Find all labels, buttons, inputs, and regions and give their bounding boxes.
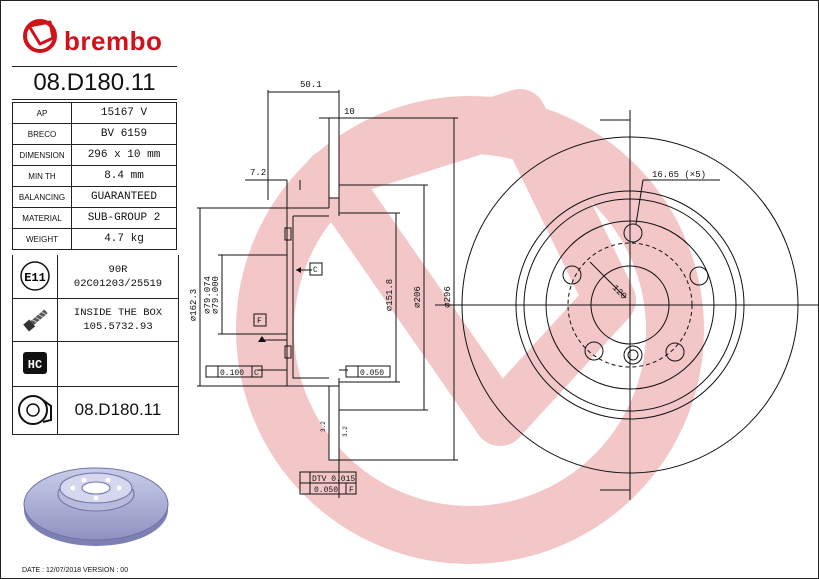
- screws-code: 105.5732.93: [83, 320, 153, 333]
- dim-d79a: ⌀79.074: [203, 276, 213, 314]
- e11-icon: E11: [13, 255, 58, 298]
- e11-label: E11: [24, 271, 46, 285]
- part-number-title: 08.D180.11: [12, 66, 177, 100]
- runout-value: 0.050: [314, 486, 338, 495]
- dim-overall-height: 50.1: [300, 80, 322, 90]
- dim-pcd: 120: [610, 283, 629, 302]
- dim-d79b: ⌀79.000: [211, 276, 221, 314]
- spec-value: GUARANTEED: [71, 186, 177, 208]
- dtv-label: DTV 0.015: [312, 475, 355, 484]
- spec-value: 15167 V: [71, 102, 177, 124]
- dim-d296: ⌀296: [443, 286, 453, 308]
- brand-name: brembo: [64, 26, 163, 56]
- spec-value: 4.7 kg: [71, 228, 177, 250]
- dim-bolt-holes: 16.65 (×5): [652, 170, 706, 180]
- roughness-2: 3.2: [342, 426, 349, 437]
- disc-front-view: [435, 110, 819, 500]
- flatness-right-value: 0.050: [360, 369, 384, 378]
- runout-ref: F: [349, 486, 354, 495]
- screws-row: INSIDE THE BOX 105.5732.93: [12, 298, 179, 342]
- datum-f-arrow: [258, 336, 266, 342]
- flatness-left-ref: C: [254, 369, 259, 378]
- screw-icon: [13, 298, 58, 341]
- brake-disc-icon: [13, 386, 58, 434]
- dim-d151: ⌀151.8: [385, 279, 395, 311]
- datum-c-label: C: [313, 266, 318, 275]
- dim-hat-offset: 7.2: [250, 168, 266, 178]
- disc-render-image: [23, 467, 169, 546]
- approval-code: 90R: [108, 263, 128, 276]
- dim-d162: ⌀162.3: [189, 289, 199, 321]
- brand-logo: brembo: [12, 16, 177, 60]
- footer-date-version: DATE : 12/07/2018 VERSION : 00: [22, 567, 129, 574]
- dim-thickness: 10: [344, 107, 355, 117]
- datum-c-arrow: [296, 267, 301, 273]
- dim-d206: ⌀206: [413, 286, 423, 308]
- kit-code: 08.D180.11: [74, 400, 162, 419]
- brembo-logo-icon: [23, 19, 57, 53]
- hc-icon: HC: [13, 341, 58, 386]
- roughness-1: 3.2: [320, 421, 327, 432]
- screws-label: INSIDE THE BOX: [73, 306, 163, 319]
- approval-row: E11 90R 02C01203/25519: [12, 255, 179, 299]
- hc-label: HC: [28, 358, 42, 372]
- kit-row: 08.D180.11: [12, 386, 179, 435]
- datum-f-label: F: [257, 317, 262, 326]
- spec-value: SUB-GROUP 2: [71, 207, 177, 229]
- approval-number: 02C01203/25519: [73, 277, 163, 290]
- flatness-left-value: 0.100: [220, 369, 244, 378]
- hc-row: HC: [12, 341, 179, 387]
- disc-section-view: [284, 117, 340, 461]
